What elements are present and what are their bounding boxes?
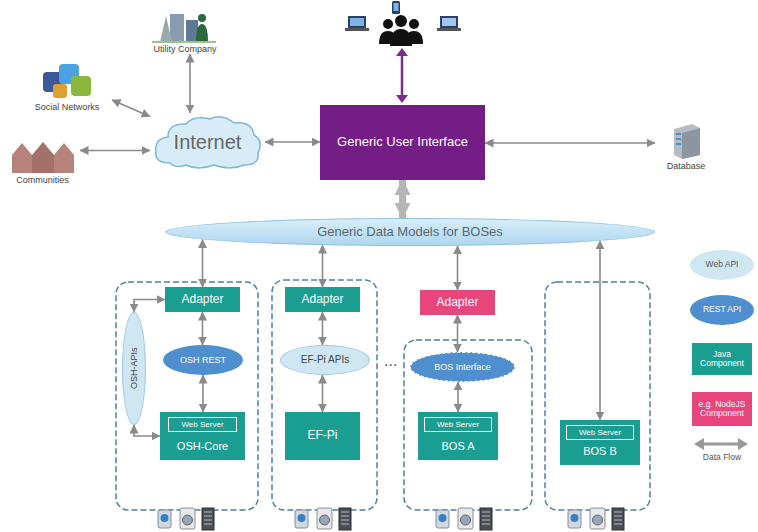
node-text: Generic Data Models for BOSes [317, 225, 503, 240]
node-text: Generic User Interface [337, 135, 468, 150]
data-flow-arrow [134, 300, 165, 313]
node-text: Adapter [181, 293, 223, 307]
device-group [158, 508, 214, 530]
node-text: Communities [16, 175, 69, 185]
data-flow-arrow [112, 100, 150, 117]
component-box: BOS B Web Server [560, 420, 640, 465]
node-text: Utility Company [153, 44, 216, 54]
data-flow-arrow [134, 425, 160, 436]
utility-company-icon: Utility Company [140, 2, 230, 54]
data-flow-arrow [399, 180, 406, 218]
node-text: EF-Pi APIs [301, 354, 349, 366]
legend-swatch: REST API [690, 295, 754, 325]
device-group [436, 508, 492, 530]
data-flow-sample [694, 438, 748, 450]
web-server-box: Web Server [424, 417, 492, 432]
web-api-ellipse: EF-Pi APIs [280, 345, 370, 375]
ellipsis-label: ... [384, 352, 397, 370]
data-flow-arrow [189, 54, 191, 113]
icon-art [37, 60, 97, 102]
icon-art [10, 137, 76, 175]
device-icons [158, 508, 624, 530]
device-group [568, 508, 624, 530]
internet-cloud: Internet [150, 113, 265, 171]
legend-text: Web API [706, 260, 739, 269]
web-server-box: Web Server [566, 425, 634, 440]
rest-api-ellipse: OSH REST [163, 345, 243, 375]
icon-art [150, 8, 220, 44]
data-flow-arrow [202, 239, 204, 287]
legend-swatch: Java Component [692, 343, 752, 375]
legend-text: e.g. NodeJS Component [698, 400, 746, 419]
api-ellipse: OSH-APIs [122, 312, 146, 425]
node-text: Web Server [437, 420, 479, 429]
component-box: OSH-Core Web Server [160, 412, 245, 460]
data-flow-arrow [202, 375, 204, 412]
node-text: Web Server [579, 428, 621, 437]
data-flow-arrow [599, 241, 601, 420]
legend-swatch: Web API [690, 250, 754, 280]
device-group [295, 508, 351, 530]
data-flow-arrow [457, 382, 459, 412]
users-icon [345, 1, 461, 46]
user-arrow [396, 48, 408, 103]
node-text: BOS A [441, 440, 474, 453]
data-flow-arrow [80, 150, 150, 152]
data-flow-arrow [202, 312, 204, 345]
communities-icon: Communities [5, 130, 80, 185]
component-box: BOS A Web Server [418, 412, 498, 460]
legend-swatch: e.g. NodeJS Component [692, 392, 752, 426]
web-server-box: Web Server [168, 417, 237, 432]
adapter-box: Adapter [285, 287, 360, 312]
icon-art [666, 121, 706, 161]
node-text: Adapter [436, 296, 478, 310]
node-text: BOS B [583, 445, 617, 458]
data-model-band: Generic Data Models for BOSes [165, 218, 655, 246]
data-flow-arrow [322, 245, 324, 287]
node-text: Adapter [301, 293, 343, 307]
adapter-box: Adapter [165, 287, 240, 312]
node-text: OSH-APIs [129, 348, 139, 390]
node-text: BOS Interface [434, 362, 491, 372]
data-flow-arrow [265, 141, 320, 143]
node-text: Social Networks [35, 102, 100, 112]
data-flow-arrow [457, 246, 459, 290]
node-text: Database [667, 161, 706, 171]
data-flow-arrow [322, 375, 324, 412]
adapter-box: Adapter [420, 290, 495, 315]
node-text: OSH REST [180, 355, 226, 365]
group-outlines [116, 280, 650, 510]
legend-text: Java Component [698, 350, 746, 369]
node-text: OSH-Core [177, 440, 228, 453]
user-interface-box: Generic User Interface [320, 105, 485, 180]
component-box: EF-Pi [285, 412, 360, 460]
legend-text: Data Flow [690, 452, 754, 462]
legend-text: REST API [703, 305, 741, 314]
database-icon: Database [655, 115, 717, 171]
rest-api-ellipse: BOS Interface [410, 352, 515, 382]
data-flow-arrow [485, 142, 655, 144]
social-networks-icon: Social Networks [22, 48, 112, 112]
node-text: Web Server [181, 420, 223, 429]
node-text: EF-Pi [308, 429, 338, 443]
data-flow-arrow [322, 312, 324, 345]
node-text: Internet [174, 131, 242, 154]
data-flow-arrow [457, 315, 459, 352]
